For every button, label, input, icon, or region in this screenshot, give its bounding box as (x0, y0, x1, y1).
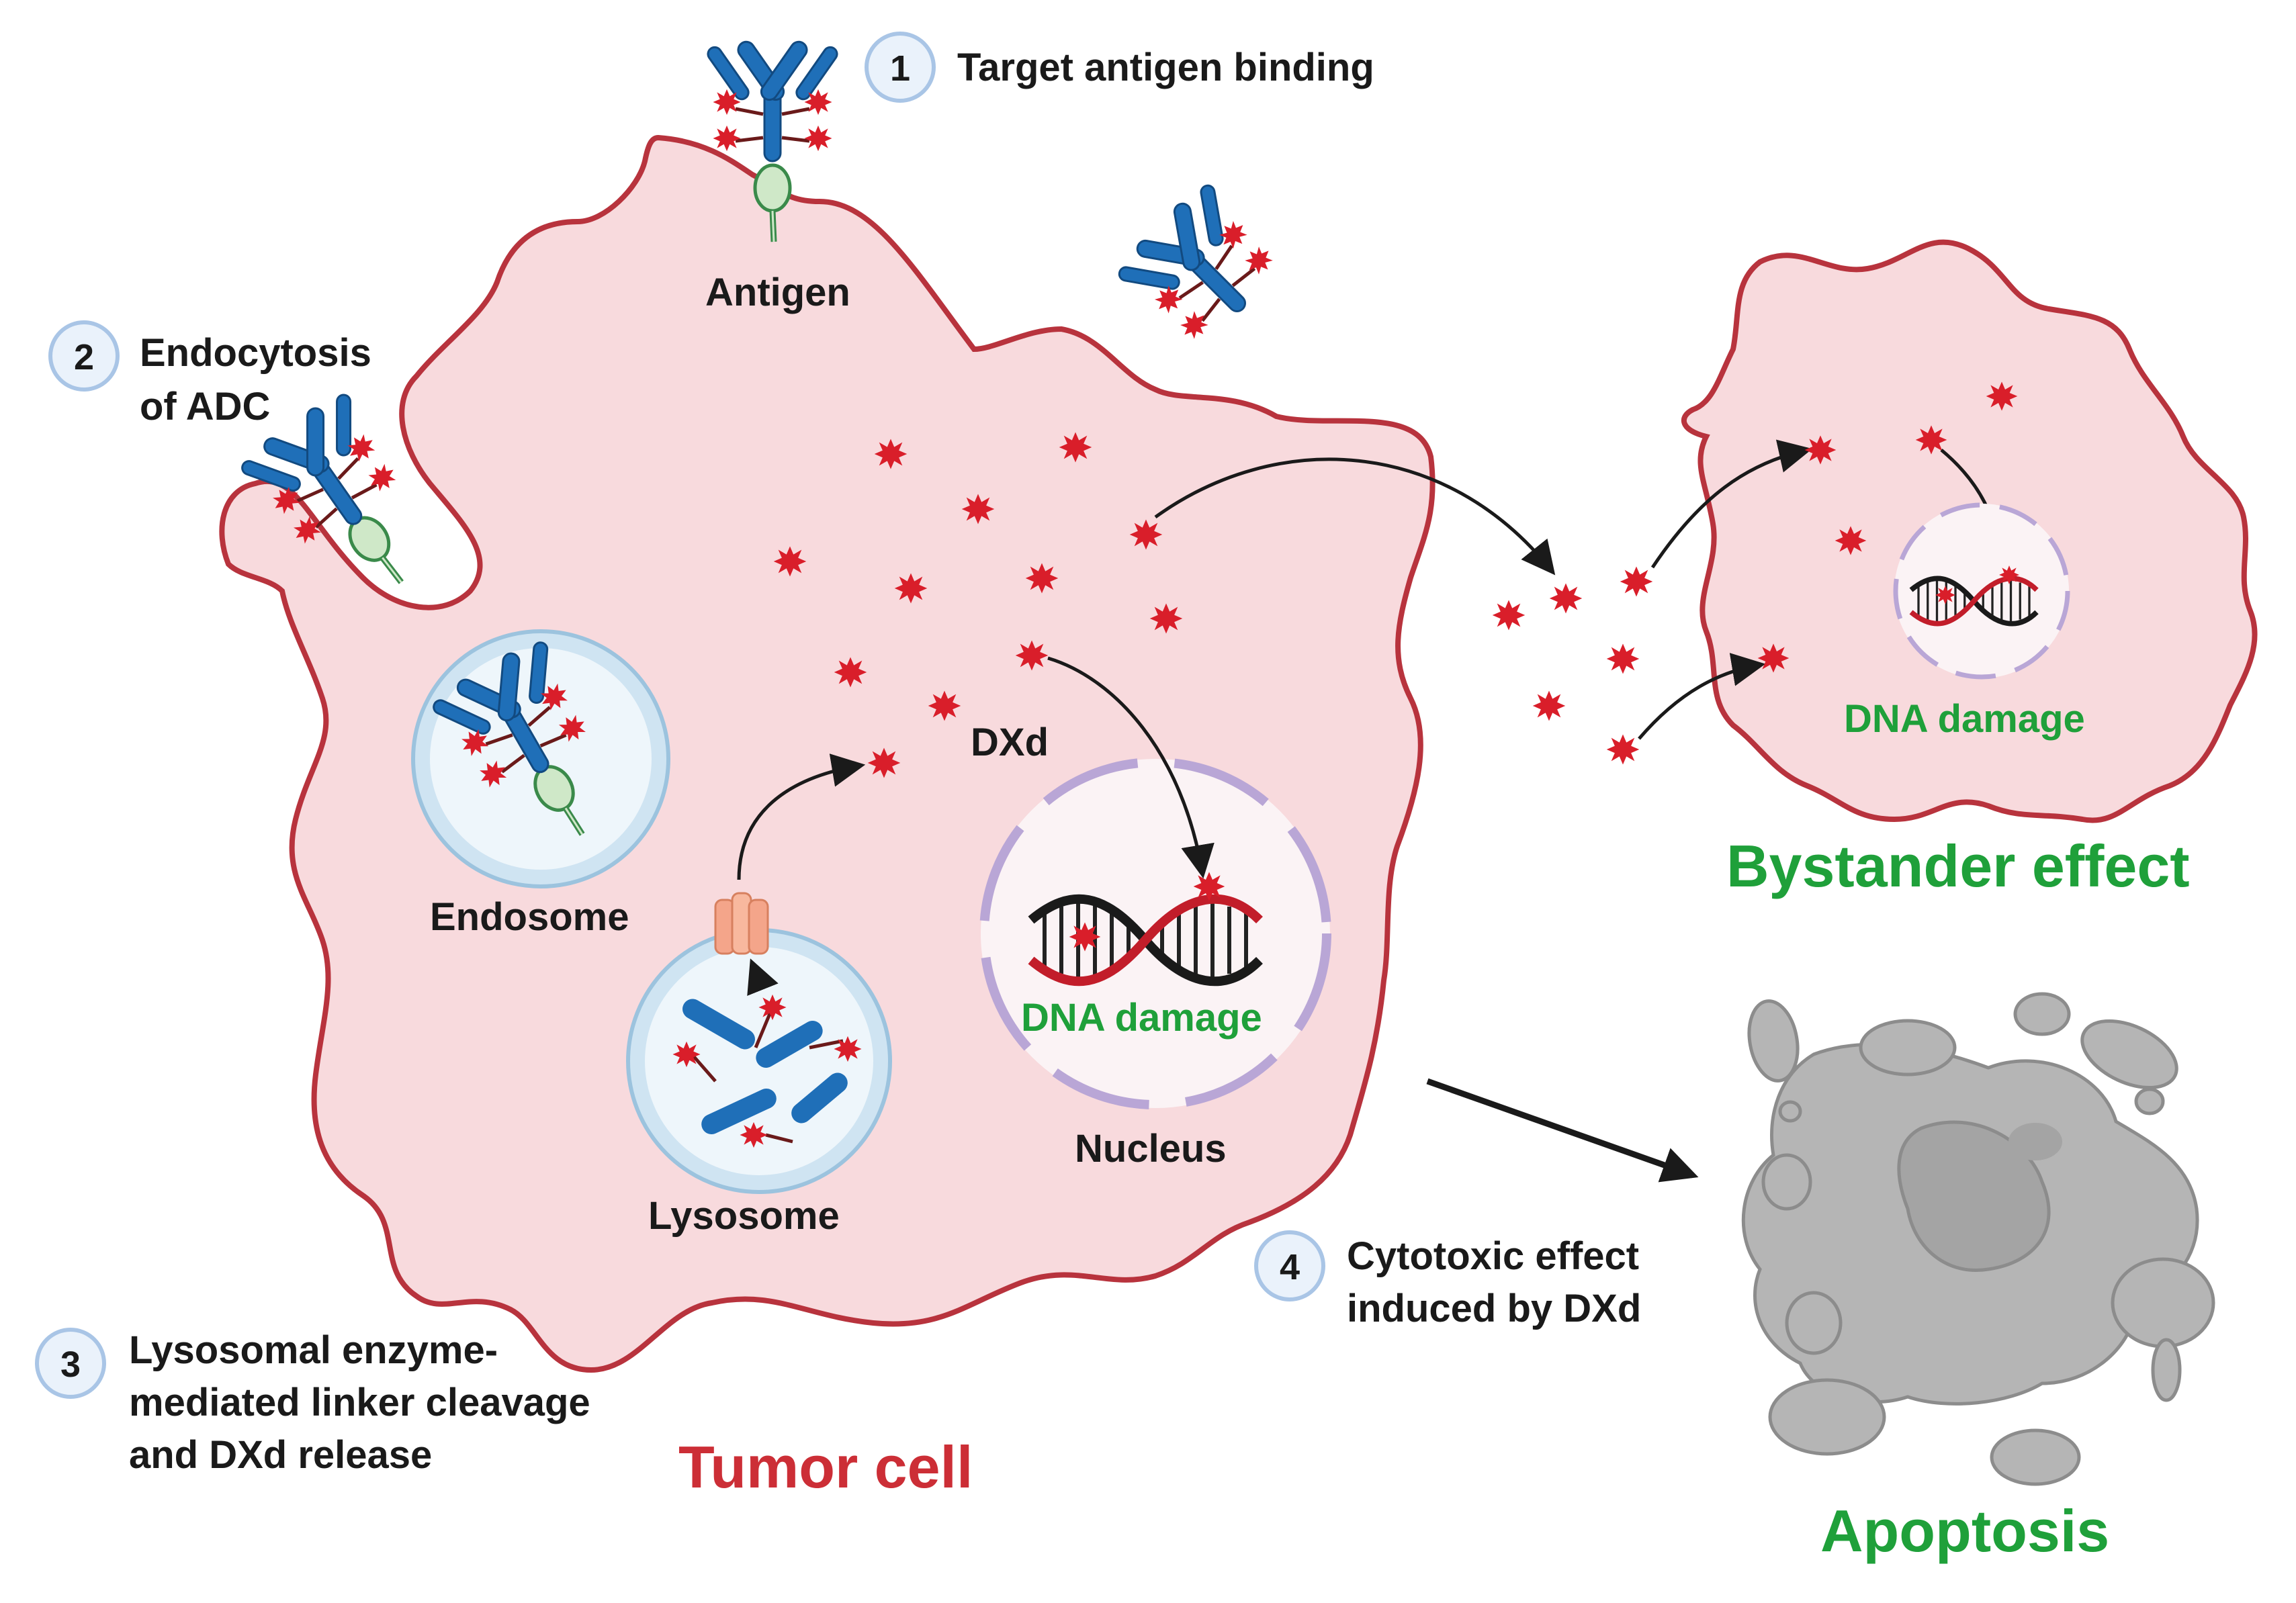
step-3-text-line1: Lysosomal enzyme- (129, 1328, 498, 1372)
step-4-text-line2: induced by DXd (1347, 1287, 1641, 1330)
step-2-badge (48, 320, 120, 392)
dna-damage-label: DNA damage (1021, 996, 1262, 1040)
tumor-cell-label: Tumor cell (678, 1434, 973, 1500)
step-3: 3 Lysosomal enzyme- mediated linker clea… (35, 1328, 590, 1477)
free-adc-icon (1108, 175, 1290, 356)
step-4: 4 Cytotoxic effect induced by DXd (1254, 1230, 1641, 1330)
step-3-badge (35, 1328, 106, 1399)
tumor-cell-membrane (219, 134, 1436, 1373)
nucleus (979, 758, 1331, 1109)
enzyme-icon (714, 892, 769, 955)
dxd-label: DXd (971, 721, 1049, 764)
lysosome-vesicle (626, 928, 892, 1194)
dxd-to-nucleus-arrow (1047, 656, 1215, 879)
bystander-effect-label: Bystander effect (1726, 833, 2190, 899)
antigen-label: Antigen (705, 271, 850, 314)
step-1-badge (865, 32, 936, 103)
bystander-nucleus (1893, 502, 2070, 680)
endosome-vesicle (411, 629, 670, 888)
step-1-number: 1 (890, 48, 910, 89)
step-3-text-line3: and DXd release (129, 1433, 432, 1477)
escape-arrow (1154, 457, 1556, 576)
step-3-text-line2: mediated linker cleavage (129, 1381, 590, 1424)
bystander-dna-damage-label: DNA damage (1844, 697, 2085, 741)
apoptosis-label: Apoptosis (1820, 1498, 2109, 1564)
entry-arrow-top (1650, 439, 1813, 569)
step-2: 2 Endocytosis of ADC (48, 320, 371, 428)
step-4-text-line1: Cytotoxic effect (1347, 1234, 1639, 1278)
step-1: 1 Target antigen binding (865, 32, 1374, 103)
step-2-text-line1: Endocytosis (140, 331, 371, 375)
entry-arrow-bottom (1638, 653, 1766, 740)
step-2-text-line2: of ADC (140, 385, 270, 428)
step-4-number: 4 (1280, 1247, 1300, 1287)
endosome-label: Endosome (430, 895, 629, 939)
apoptosis-arrow (1426, 1078, 1699, 1183)
step-3-number: 3 (60, 1344, 81, 1385)
extracellular-dxd-icons (1492, 566, 1653, 765)
nucleus-label: Nucleus (1075, 1127, 1227, 1171)
step-2-number: 2 (74, 337, 94, 377)
step-4-badge (1254, 1230, 1325, 1301)
lysosome-label: Lysosome (648, 1194, 840, 1238)
release-arrow (737, 753, 866, 880)
step-1-text: Target antigen binding (957, 46, 1374, 89)
apoptotic-cell-icon (1741, 992, 2215, 1486)
